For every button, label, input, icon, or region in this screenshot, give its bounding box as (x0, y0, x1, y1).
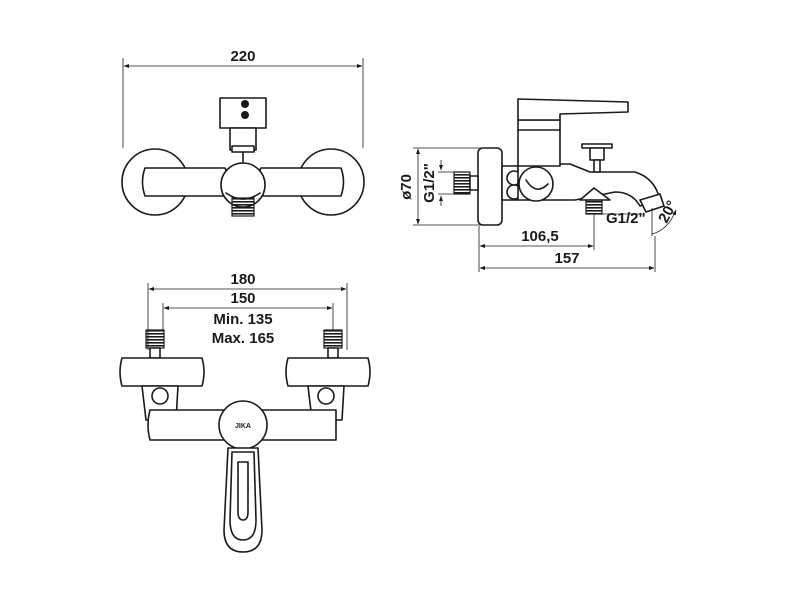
left-arm (141, 167, 233, 197)
bottom-outlet-thread (585, 199, 603, 215)
inlet-thread-label: G1/2" (421, 163, 438, 203)
right-escutcheon-top (285, 357, 371, 387)
left-escutcheon-top (119, 357, 205, 387)
wall-plate (477, 147, 503, 226)
right-arm (253, 167, 345, 197)
top-view: 180 150 Min. 135 Max. 165 JIKA (119, 271, 371, 553)
dimension-157: 157 (479, 236, 656, 272)
outer-width-label: 180 (230, 271, 255, 288)
outlet-thread (231, 197, 255, 217)
side-view: ø70 G1/2" (398, 98, 681, 272)
front-view: 220 (121, 48, 365, 217)
depth-label: 157 (554, 250, 579, 267)
right-inlet-thread (323, 329, 343, 349)
dimension-outlet-thread: G1/2" (602, 210, 646, 227)
side-lever (517, 98, 629, 121)
lever-dot-bottom (241, 111, 249, 119)
dimension-150: 150 (162, 290, 334, 330)
side-cartridge (517, 119, 561, 167)
dimension-106-5: 106,5 (478, 214, 595, 272)
left-inlet-thread (145, 329, 165, 349)
spout-aerator (639, 193, 665, 213)
min-label: Min. 135 (213, 311, 272, 328)
side-center-knob (518, 166, 554, 202)
diameter-label: ø70 (398, 174, 415, 200)
dimension-diameter: ø70 (398, 147, 490, 226)
diverter-knob (231, 145, 255, 153)
lever-dot-top (241, 100, 249, 108)
dimension-inlet-thread: G1/2" (421, 160, 456, 206)
dimension-180: 180 (147, 271, 348, 350)
cartridge-body (229, 127, 257, 151)
dimension-220: 220 (122, 48, 364, 148)
brand-label: JIKA (235, 423, 251, 430)
max-label: Max. 165 (212, 330, 275, 347)
center-distance-label: 150 (230, 290, 255, 307)
width-220-label: 220 (230, 48, 255, 65)
spout-top (223, 447, 263, 553)
outlet-distance-label: 106,5 (521, 228, 559, 245)
outlet-thread-label: G1/2" (606, 210, 646, 227)
inlet-connector (453, 171, 471, 195)
